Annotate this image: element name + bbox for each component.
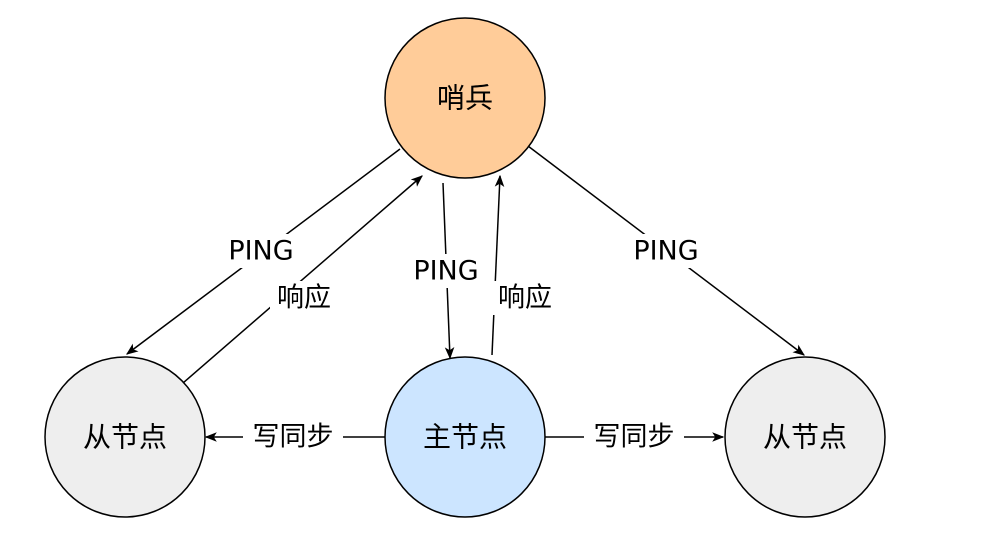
slave-node-right-label: 从节点 — [763, 421, 847, 454]
sync-left-label-bg — [243, 420, 343, 454]
edge-response-middle — [491, 174, 505, 356]
master-node-label: 主节点 — [423, 421, 507, 454]
response-middle-label-bg — [491, 281, 559, 315]
sync-right-label-bg — [584, 420, 684, 454]
ping-middle-label-bg — [405, 254, 487, 288]
slave-node-left-label: 从节点 — [83, 421, 167, 454]
sync-right-label: 写同步 — [594, 422, 675, 453]
sentinel-node — [384, 17, 546, 179]
sentinel-node-label: 哨兵 — [437, 82, 493, 115]
response-left-label-bg — [270, 281, 338, 315]
ping-middle-label: PING — [413, 256, 478, 287]
ping-right-label-bg — [625, 234, 707, 268]
response-middle-label: 响应 — [498, 283, 552, 314]
response-left-label: 响应 — [277, 283, 331, 314]
sync-left-label: 写同步 — [253, 422, 334, 453]
slave-node-right — [724, 356, 886, 518]
edge-response-left — [182, 175, 423, 384]
ping-right-label: PING — [633, 236, 698, 267]
master-node — [384, 356, 546, 518]
ping-left-label-bg — [220, 234, 302, 268]
ping-left-label: PING — [228, 236, 293, 267]
slave-node-left — [44, 356, 206, 518]
